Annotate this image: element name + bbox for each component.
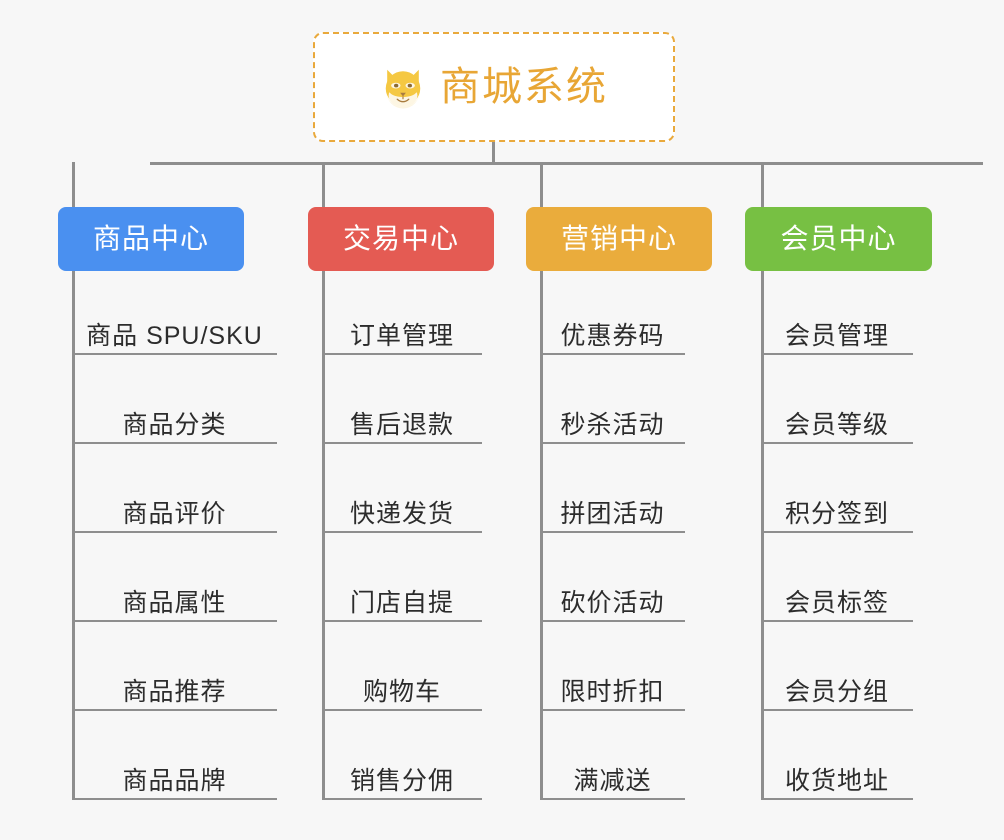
leaf-item[interactable]: 积分签到 — [761, 495, 913, 533]
leaf-item[interactable]: 砍价活动 — [540, 584, 685, 622]
connector-horizontal-bus — [150, 162, 983, 165]
leaf-item-label: 优惠券码 — [560, 322, 665, 350]
leaf-item-label: 会员等级 — [784, 411, 889, 439]
leaf-item-label: 商品推荐 — [122, 678, 227, 706]
leaf-item[interactable]: 销售分佣 — [322, 762, 482, 800]
leaf-item[interactable]: 商品评价 — [72, 495, 277, 533]
connector-drop-product-center — [72, 162, 75, 207]
leaf-item[interactable]: 门店自提 — [322, 584, 482, 622]
leaf-item-label: 积分签到 — [784, 500, 889, 528]
leaf-item-label: 秒杀活动 — [560, 411, 665, 439]
leaf-item-label: 限时折扣 — [560, 678, 665, 706]
leaf-item[interactable]: 满减送 — [540, 762, 685, 800]
leaf-item-label: 商品品牌 — [122, 767, 227, 795]
leaf-item-label: 满减送 — [573, 767, 652, 795]
leaf-item[interactable]: 商品分类 — [72, 406, 277, 444]
connector-drop-trade-center — [322, 162, 325, 207]
leaf-item-label: 砍价活动 — [560, 589, 665, 617]
category-header-marketing-center[interactable]: 营销中心 — [526, 207, 712, 271]
leaf-item[interactable]: 拼团活动 — [540, 495, 685, 533]
leaf-item-label: 商品属性 — [122, 589, 227, 617]
leaf-item[interactable]: 秒杀活动 — [540, 406, 685, 444]
leaf-item[interactable]: 售后退款 — [322, 406, 482, 444]
leaf-item[interactable]: 限时折扣 — [540, 673, 685, 711]
leaf-item[interactable]: 优惠券码 — [540, 317, 685, 355]
leaf-item[interactable]: 收货地址 — [761, 762, 913, 800]
leaf-item[interactable]: 会员标签 — [761, 584, 913, 622]
leaf-item[interactable]: 快递发货 — [322, 495, 482, 533]
leaf-item-label: 购物车 — [362, 678, 441, 706]
spine-marketing-center — [540, 271, 543, 800]
root-title: 商城系统 — [440, 65, 608, 109]
category-header-product-center[interactable]: 商品中心 — [58, 207, 244, 271]
leaf-item-label: 门店自提 — [349, 589, 454, 617]
leaf-item-label: 订单管理 — [349, 322, 454, 350]
leaf-item[interactable]: 商品属性 — [72, 584, 277, 622]
leaf-item-label: 拼团活动 — [560, 500, 665, 528]
spine-member-center — [761, 271, 764, 800]
root-node-shop-system[interactable]: 商城系统 — [313, 32, 675, 142]
leaf-item-label: 商品分类 — [122, 411, 227, 439]
leaf-item[interactable]: 会员等级 — [761, 406, 913, 444]
leaf-item[interactable]: 购物车 — [322, 673, 482, 711]
leaf-item[interactable]: 商品品牌 — [72, 762, 277, 800]
leaf-item-label: 商品评价 — [122, 500, 227, 528]
category-header-member-center[interactable]: 会员中心 — [745, 207, 932, 271]
connector-drop-marketing-center — [540, 162, 543, 207]
leaf-item-label: 销售分佣 — [349, 767, 454, 795]
spine-trade-center — [322, 271, 325, 800]
category-header-trade-center[interactable]: 交易中心 — [308, 207, 494, 271]
leaf-item-label: 商品 SPU/SKU — [86, 322, 263, 350]
leaf-item-label: 会员标签 — [784, 589, 889, 617]
leaf-item-label: 售后退款 — [349, 411, 454, 439]
connector-drop-member-center — [761, 162, 764, 207]
leaf-item[interactable]: 商品推荐 — [72, 673, 277, 711]
leaf-item-label: 会员分组 — [784, 678, 889, 706]
connector-root-stem — [492, 142, 495, 164]
leaf-item-label: 会员管理 — [784, 322, 889, 350]
leaf-item[interactable]: 商品 SPU/SKU — [72, 317, 277, 355]
shiba-dog-face-icon — [380, 64, 426, 110]
leaf-item-label: 收货地址 — [784, 767, 889, 795]
leaf-item[interactable]: 会员分组 — [761, 673, 913, 711]
leaf-item[interactable]: 订单管理 — [322, 317, 482, 355]
leaf-item-label: 快递发货 — [349, 500, 454, 528]
leaf-item[interactable]: 会员管理 — [761, 317, 913, 355]
spine-product-center — [72, 271, 75, 800]
